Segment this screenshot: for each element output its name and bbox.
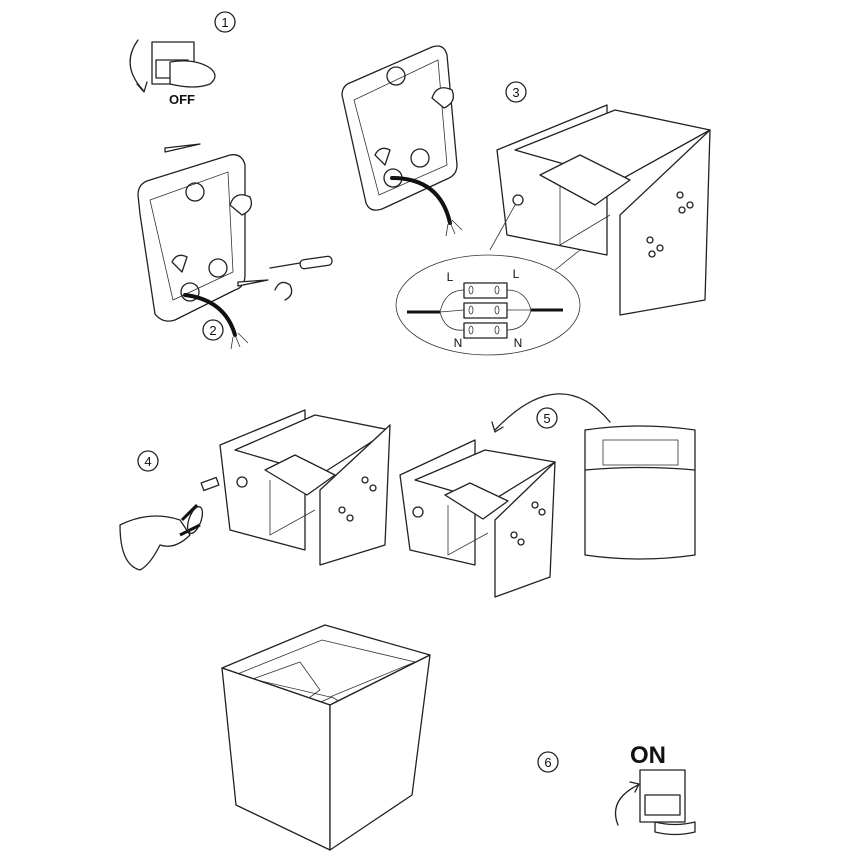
terminal-block-detail: L L N N xyxy=(395,254,581,356)
live-label-left: L xyxy=(447,270,454,284)
step-1-switch-off: 1 OFF xyxy=(129,11,236,107)
step-4-fix-screw: 4 xyxy=(119,409,391,571)
step-number-circle xyxy=(536,407,558,429)
hand-icon xyxy=(654,821,696,836)
rotate-arrow-icon xyxy=(274,281,293,301)
lamp-cover xyxy=(584,425,696,560)
step-number: 4 xyxy=(144,454,151,469)
step-number-circle xyxy=(202,319,224,341)
off-label: OFF xyxy=(169,92,195,107)
step-number-circle xyxy=(214,11,236,33)
rotate-arrow-icon xyxy=(186,506,204,534)
lamp-unit-step-3 xyxy=(489,104,711,316)
step-6-switch-on: 6 ON xyxy=(537,742,696,836)
step-2-mount-plate: 2 xyxy=(137,143,333,350)
screw-icon xyxy=(164,143,201,153)
step-5-attach-cover: 5 xyxy=(399,393,696,598)
cable xyxy=(390,176,452,225)
rotate-down-arrow-icon xyxy=(129,39,144,91)
screwdriver-icon xyxy=(269,262,301,269)
mounting-plate xyxy=(341,45,458,211)
live-label-right: L xyxy=(513,267,520,281)
hand-icon xyxy=(119,515,191,571)
step-3-plate-cable: 3 xyxy=(341,45,527,237)
neutral-label-right: N xyxy=(514,336,523,350)
assembled-lamp xyxy=(221,624,431,851)
rotate-up-arrow-icon xyxy=(614,784,639,826)
step-number-circle xyxy=(537,751,559,773)
terminal-live xyxy=(463,282,508,299)
step-number-circle xyxy=(137,450,159,472)
step-number-circle xyxy=(505,81,527,103)
screw-icon xyxy=(237,279,269,287)
step-number: 6 xyxy=(544,755,551,770)
terminal-earth xyxy=(463,302,508,319)
neutral-label-left: N xyxy=(454,336,463,350)
spring-screw-icon xyxy=(200,476,220,492)
terminal-neutral xyxy=(463,322,508,339)
step-number: 5 xyxy=(543,411,550,426)
step-number: 2 xyxy=(209,323,216,338)
mounting-plate xyxy=(137,154,246,322)
on-label: ON xyxy=(630,742,666,769)
hand-icon xyxy=(169,60,216,88)
step-number: 1 xyxy=(221,15,228,30)
cable xyxy=(183,293,237,337)
step-number: 3 xyxy=(512,85,519,100)
move-arrow-icon xyxy=(494,393,611,431)
